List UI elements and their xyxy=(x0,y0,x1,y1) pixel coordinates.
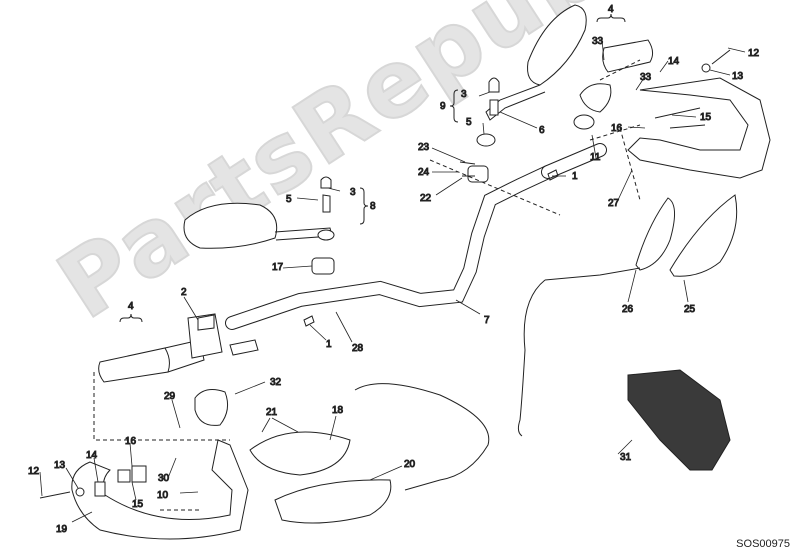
callout-c24: 24 xyxy=(418,167,430,178)
guard-shell-left[interactable] xyxy=(249,431,392,524)
guard-shell-right[interactable] xyxy=(635,194,738,277)
hand-guard-right[interactable] xyxy=(627,77,771,179)
callout-c10: 10 xyxy=(157,490,169,501)
callout-c20: 20 xyxy=(404,459,416,470)
callout-c16b: 16 xyxy=(611,123,623,134)
left-grip[interactable] xyxy=(98,313,259,383)
cover-31[interactable] xyxy=(627,369,731,471)
callout-c1b: 1 xyxy=(572,171,578,182)
callout-labels: 1 1 2 3 3 4 4 5 5 6 7 8 9 10 11 12 12 13… xyxy=(28,4,761,536)
mirror-left[interactable] xyxy=(183,176,335,249)
callout-c27: 27 xyxy=(608,198,620,209)
right-grip[interactable] xyxy=(573,39,654,130)
callout-c31: 31 xyxy=(620,452,632,463)
hardware-small xyxy=(39,49,731,499)
callout-c29: 29 xyxy=(164,391,176,402)
switch-unit[interactable] xyxy=(194,389,229,426)
callout-c33: 33 xyxy=(592,36,604,47)
leader-lines xyxy=(39,39,746,523)
callout-c23: 23 xyxy=(418,142,430,153)
callout-c14b: 14 xyxy=(668,56,680,67)
callout-c8: 8 xyxy=(370,201,376,212)
callout-c30: 30 xyxy=(158,473,170,484)
hand-guard-left[interactable] xyxy=(71,439,249,540)
callout-c22: 22 xyxy=(420,193,432,204)
callout-c11: 11 xyxy=(590,152,601,163)
callout-c26: 26 xyxy=(622,304,634,315)
callout-c19: 19 xyxy=(56,524,68,535)
callout-c14: 14 xyxy=(86,450,98,461)
callout-c17: 17 xyxy=(272,262,284,273)
callout-c6: 6 xyxy=(539,125,545,136)
callout-c5b: 5 xyxy=(466,117,472,128)
callout-c28: 28 xyxy=(352,343,364,354)
brackets xyxy=(119,13,626,323)
callout-c21: 21 xyxy=(266,407,278,418)
callout-c16: 16 xyxy=(125,436,137,447)
callout-c13b: 13 xyxy=(732,71,744,82)
callout-c2: 2 xyxy=(181,287,187,298)
callout-c12: 12 xyxy=(28,466,40,477)
callout-c9: 9 xyxy=(440,101,446,112)
callout-c33b: 33 xyxy=(640,72,652,83)
callout-c12b: 12 xyxy=(748,48,760,59)
callout-c13: 13 xyxy=(54,460,66,471)
callout-c15: 15 xyxy=(132,499,144,510)
cables xyxy=(354,267,641,491)
callout-c1: 1 xyxy=(326,339,332,350)
callout-c3b: 3 xyxy=(461,89,467,100)
callout-c5: 5 xyxy=(286,194,292,205)
callout-c3: 3 xyxy=(350,187,356,198)
callout-c15b: 15 xyxy=(700,112,712,123)
callout-c4: 4 xyxy=(128,301,134,312)
callout-c7: 7 xyxy=(484,315,490,326)
handlebar[interactable] xyxy=(225,143,607,330)
mirror-right[interactable] xyxy=(476,4,587,147)
callout-c18: 18 xyxy=(332,405,344,416)
callout-c25: 25 xyxy=(684,304,696,315)
callout-c4b: 4 xyxy=(608,4,614,15)
callout-c32: 32 xyxy=(270,377,282,388)
diagram-code: SOS00975 xyxy=(736,538,790,550)
